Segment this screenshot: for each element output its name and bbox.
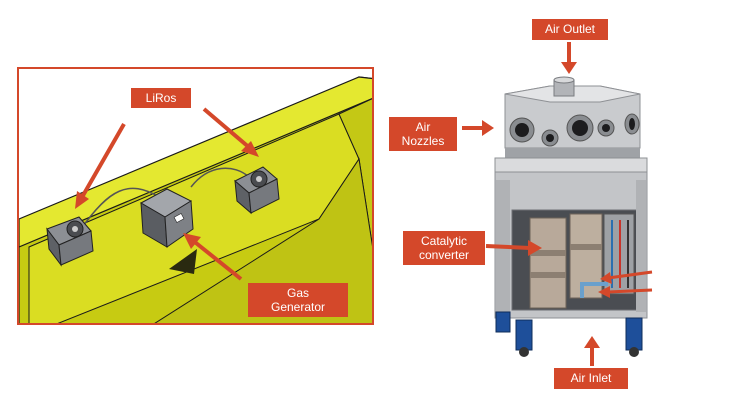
catalytic-converter-label: Catalytic converter	[403, 231, 485, 265]
air-outlet-label: Air Outlet	[532, 19, 608, 40]
channel-front-wall	[154, 157, 372, 323]
wheels	[495, 311, 643, 357]
inlet-side-arrows	[598, 270, 653, 298]
gas-generator-arrow	[183, 233, 243, 281]
liro-device-left	[46, 216, 94, 267]
liros-arrows	[75, 107, 259, 209]
left-schematic-panel	[17, 67, 374, 325]
air-nozzles-arrow	[462, 120, 494, 136]
channel-right-wall	[338, 98, 372, 247]
air-outlet-arrow	[561, 42, 577, 74]
outlet-cylinder	[553, 76, 575, 97]
gas-generator-device	[139, 188, 194, 248]
air-inlet-label: Air Inlet	[554, 368, 628, 389]
cable-right	[190, 167, 250, 188]
channel-illustration	[19, 76, 372, 323]
cable-left	[80, 187, 160, 230]
air-inlet-arrow	[584, 336, 600, 366]
nozzle-group	[509, 113, 640, 147]
catalytic-converter-unit	[529, 213, 603, 309]
inlet-pipe	[580, 282, 608, 298]
catalytic-arrow	[485, 240, 542, 256]
liros-label: LiRos	[131, 88, 191, 108]
channel-top-rim	[19, 76, 372, 248]
gas-generator-label: Gas Generator	[248, 283, 348, 317]
liro-device-right	[234, 166, 280, 215]
air-nozzles-label: Air Nozzles	[389, 117, 457, 151]
channel-notch	[169, 249, 197, 274]
